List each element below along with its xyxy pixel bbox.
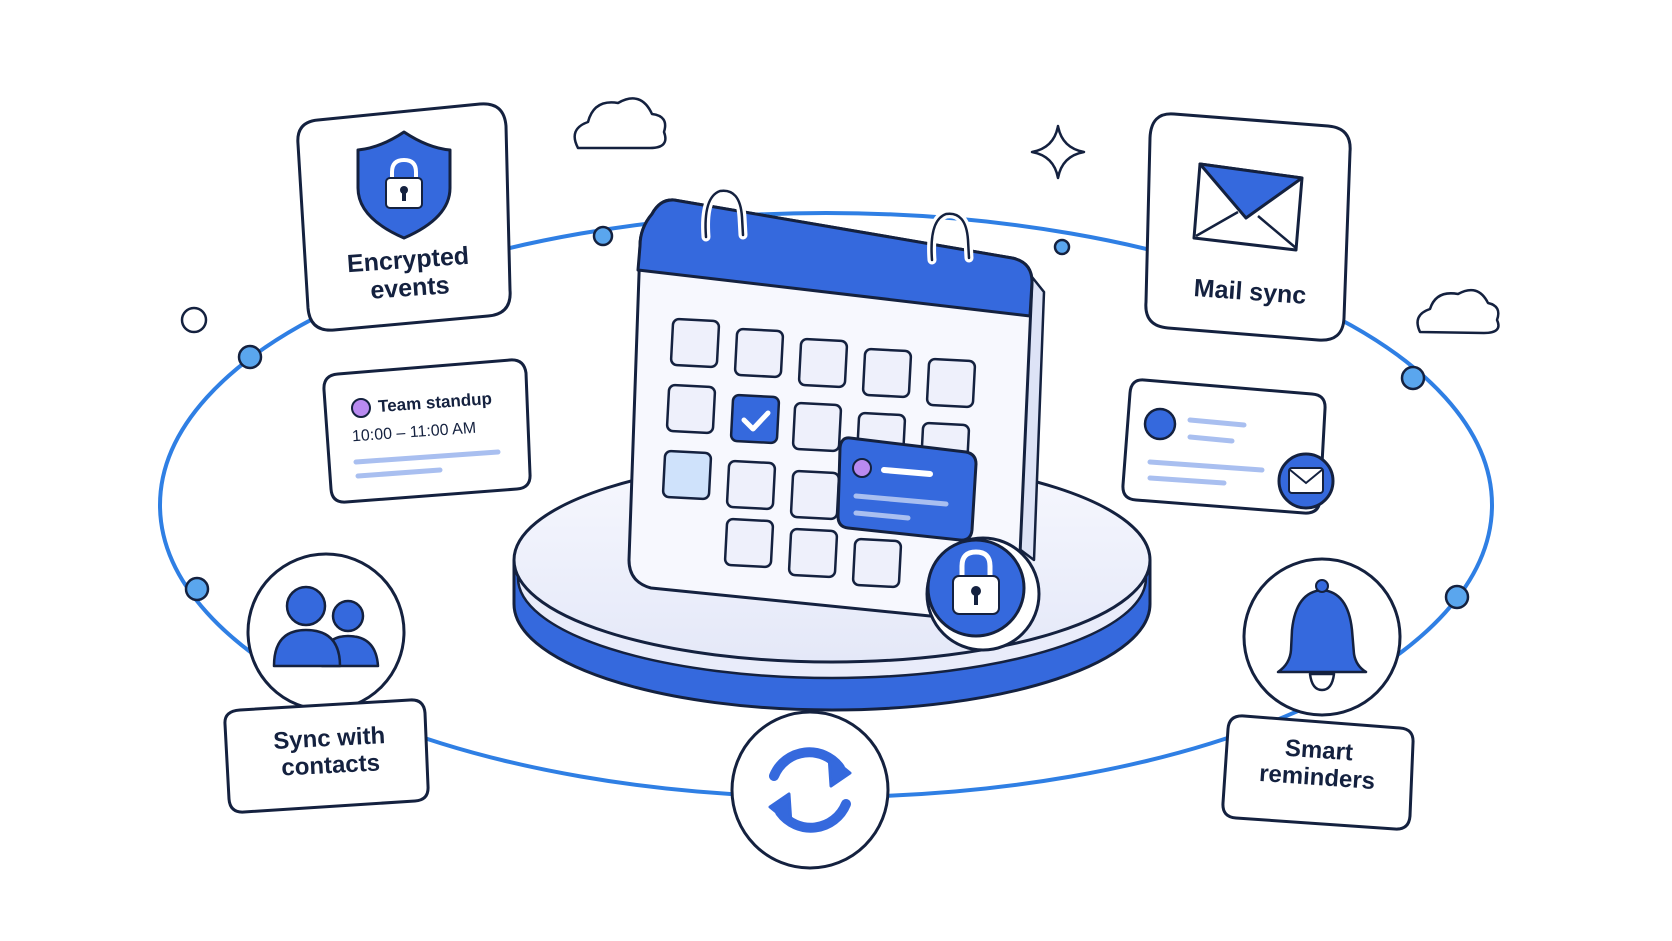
smart-reminders-label: Smart reminders bbox=[1246, 733, 1389, 796]
check-icon bbox=[741, 410, 771, 432]
calendar-cell bbox=[791, 401, 843, 453]
ring-node bbox=[1053, 238, 1071, 256]
sparkle-icon bbox=[1030, 124, 1086, 180]
envelope-icon bbox=[1277, 452, 1335, 510]
calendar-cell bbox=[665, 383, 717, 435]
mail-sync-card bbox=[1144, 112, 1352, 342]
status-dot bbox=[351, 398, 371, 418]
cloud-icon bbox=[1416, 288, 1500, 335]
ring-node bbox=[1444, 584, 1470, 610]
calendar-grid bbox=[661, 317, 977, 589]
ring-nodes bbox=[184, 225, 1470, 610]
cloud-icon bbox=[573, 97, 667, 150]
calendar-cell bbox=[925, 357, 977, 409]
mail-notification-card bbox=[1121, 378, 1335, 515]
shield-lock-icon bbox=[356, 130, 452, 240]
calendar-cell-checked bbox=[729, 393, 781, 445]
ring-node bbox=[184, 576, 210, 602]
status-dot bbox=[852, 458, 872, 478]
sync-contacts-label: Sync with contacts bbox=[259, 722, 402, 783]
bell-icon bbox=[1242, 557, 1402, 717]
encrypted-events-card bbox=[296, 102, 512, 332]
ring-node bbox=[592, 225, 614, 247]
calendar-cell bbox=[787, 527, 839, 579]
calendar-cell bbox=[861, 347, 913, 399]
encrypted-events-label: Encrypted events bbox=[342, 242, 476, 307]
calendar-cell-highlight bbox=[661, 449, 713, 501]
ring-node bbox=[237, 344, 263, 370]
padlock-icon bbox=[925, 536, 1041, 652]
envelope-icon bbox=[1192, 162, 1304, 252]
calendar-cell bbox=[851, 537, 903, 589]
team-standup-card bbox=[322, 358, 532, 504]
calendar-cell bbox=[733, 327, 785, 379]
refresh-icon bbox=[730, 710, 890, 870]
users-icon bbox=[246, 552, 406, 712]
calendar-cell bbox=[669, 317, 721, 369]
smart-reminders-label-box bbox=[1221, 714, 1415, 831]
floating-dot bbox=[180, 306, 208, 334]
ring-node bbox=[1400, 365, 1426, 391]
sync-contacts-label-box bbox=[223, 698, 430, 814]
calendar-cell bbox=[797, 337, 849, 389]
calendar-event-card bbox=[836, 436, 978, 542]
calendar-cell bbox=[725, 459, 777, 511]
calendar-cell bbox=[789, 469, 841, 521]
avatar bbox=[1143, 407, 1177, 441]
calendar-cell bbox=[723, 517, 775, 569]
